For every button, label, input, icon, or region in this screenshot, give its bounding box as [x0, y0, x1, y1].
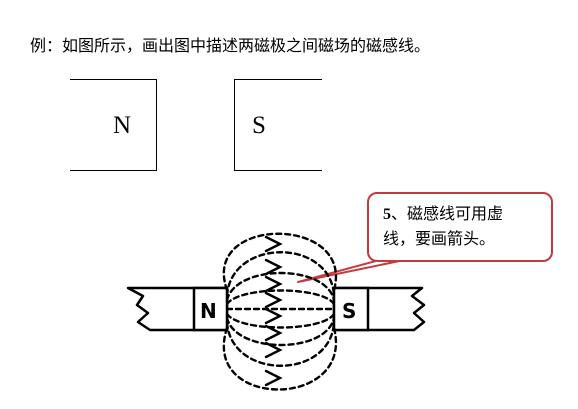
- callout-box: 5、磁感线可用虚 线，要画箭头。: [367, 192, 553, 262]
- field-arrow-6: [264, 324, 283, 342]
- diagram-south-label: S: [342, 299, 356, 323]
- field-line-8: [227, 321, 334, 367]
- field-arrow-8: [264, 369, 283, 387]
- field-line-4: [227, 289, 334, 306]
- field-arrow-3: [264, 275, 283, 293]
- south-pole-label: S: [252, 112, 266, 139]
- diagram-north-label: N: [200, 299, 217, 323]
- callout-line-1-text: 、磁感线可用虚: [391, 204, 504, 223]
- north-magnet-box: N: [70, 79, 157, 171]
- field-arrow-1: [264, 235, 283, 253]
- field-arrow-7: [264, 341, 283, 359]
- callout-line-1: 5、磁感线可用虚: [383, 202, 551, 227]
- field-line-outer-bottom: [222, 326, 338, 391]
- field-arrow-2: [264, 258, 283, 276]
- south-magnet-box: S: [234, 79, 322, 171]
- question-text: 例：如图所示，画出图中描述两磁极之间磁场的磁感线。: [30, 36, 431, 55]
- field-line-6: [227, 312, 334, 329]
- field-line-3: [227, 271, 334, 302]
- field-line-outer-top: [222, 232, 338, 292]
- callout-number: 5: [383, 206, 391, 223]
- callout-line-2: 线，要画箭头。: [383, 229, 496, 248]
- field-arrow-5: [264, 307, 283, 325]
- south-pole-face: [332, 286, 370, 332]
- field-arrow-4: [264, 291, 283, 309]
- field-line-2: [227, 251, 334, 297]
- north-pole-label: N: [113, 112, 132, 139]
- field-line-7: [227, 316, 334, 347]
